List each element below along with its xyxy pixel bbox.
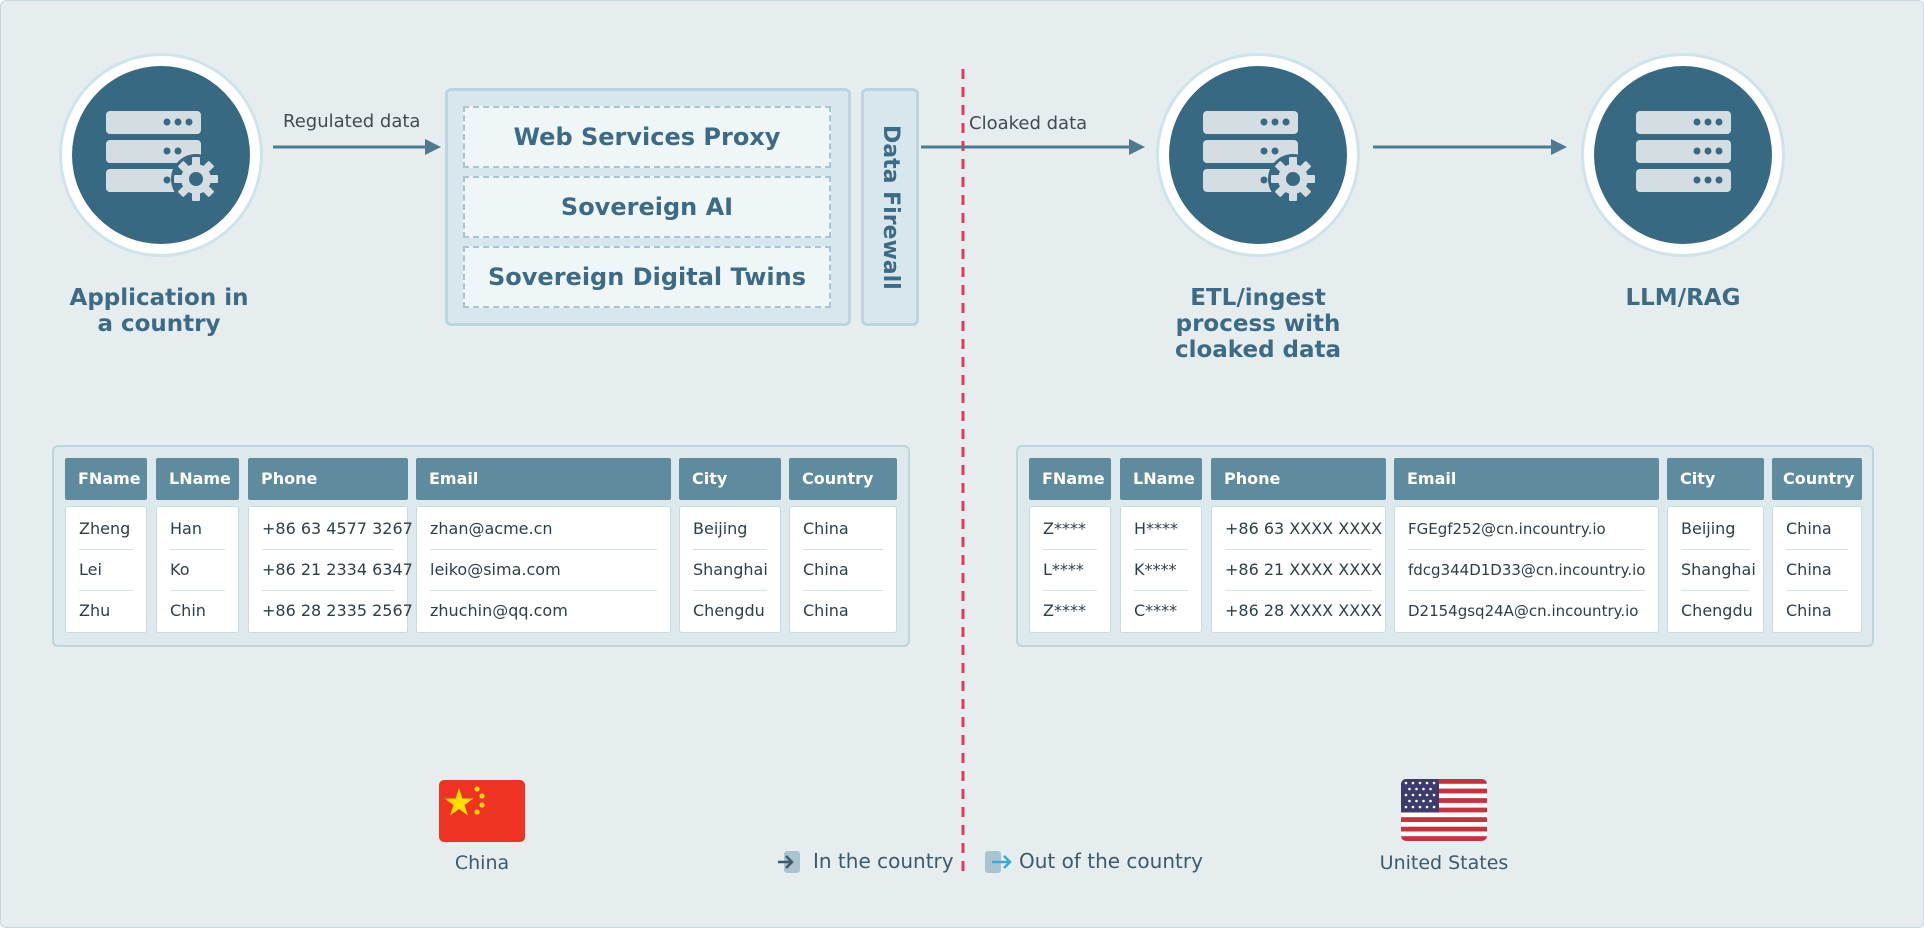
regulated-data-table: FName Zheng Lei Zhu LName Han Ko Chin Ph… xyxy=(52,445,910,647)
right-col-lname: LName H**** K**** C**** xyxy=(1120,458,1202,633)
border-divider-line xyxy=(961,69,965,877)
table-cell: Beijing xyxy=(693,509,767,550)
column-header: LName xyxy=(1120,458,1202,500)
server-icon xyxy=(1636,111,1731,192)
right-col-phone: Phone +86 63 XXXX XXXX +86 21 XXXX XXXX … xyxy=(1211,458,1386,633)
table-cell: Ko xyxy=(170,550,225,591)
etl-node-label: ETL/ingest process with cloaked data xyxy=(1158,285,1358,363)
table-cell: China xyxy=(803,509,883,550)
etl-label-line2: process with xyxy=(1175,311,1341,337)
regulated-data-arrow xyxy=(273,139,441,155)
app-node-label: Application in a country xyxy=(59,285,259,337)
table-cell: leiko@sima.com xyxy=(430,550,657,591)
cloaked-data-label: Cloaked data xyxy=(969,113,1088,134)
table-cell: zhuchin@qq.com xyxy=(430,601,568,620)
united-states-flag-icon xyxy=(1401,779,1487,841)
column-header: Phone xyxy=(248,458,408,500)
table-cell: H**** xyxy=(1134,509,1188,550)
sovereign-digital-twins-layer: Sovereign Digital Twins xyxy=(463,246,831,308)
table-cell: Chengdu xyxy=(693,601,765,620)
left-col-lname: LName Han Ko Chin xyxy=(156,458,239,633)
sovereign-ai-layer: Sovereign AI xyxy=(463,176,831,238)
table-cell: China xyxy=(1786,601,1832,620)
table-cell: zhan@acme.cn xyxy=(430,509,657,550)
left-col-city: City Beijing Shanghai Chengdu xyxy=(679,458,781,633)
left-col-email: Email zhan@acme.cn leiko@sima.com zhuchi… xyxy=(416,458,671,633)
table-cell: Z**** xyxy=(1043,509,1097,550)
table-cell: China xyxy=(803,550,883,591)
out-of-country-icon xyxy=(985,851,1012,873)
united-states-label: United States xyxy=(1379,852,1509,874)
column-header: Country xyxy=(789,458,897,500)
table-cell: Chengdu xyxy=(1681,601,1753,620)
table-cell: Shanghai xyxy=(1681,550,1756,591)
etl-label-line1: ETL/ingest xyxy=(1190,285,1326,311)
table-cell: +86 63 XXXX XXXX xyxy=(1225,509,1382,550)
column-header: City xyxy=(1667,458,1764,500)
table-cell: fdcg344D1D33@cn.incountry.io xyxy=(1408,550,1645,591)
server-gear-icon xyxy=(1203,111,1318,204)
table-cell: +86 21 2334 6347 xyxy=(262,550,413,591)
table-cell: Zhu xyxy=(79,601,111,620)
column-header: LName xyxy=(156,458,239,500)
table-cell: L**** xyxy=(1043,550,1097,591)
column-header: Phone xyxy=(1211,458,1386,500)
table-cell: Lei xyxy=(79,550,133,591)
table-cell: China xyxy=(1786,509,1848,550)
server-gear-icon xyxy=(106,111,221,204)
column-header: FName xyxy=(65,458,147,500)
etl-label-line3: cloaked data xyxy=(1174,337,1342,363)
table-cell: Han xyxy=(170,509,225,550)
right-col-city: City Beijing Shanghai Chengdu xyxy=(1667,458,1764,633)
etl-server-node xyxy=(1156,53,1360,257)
table-cell: +86 28 XXXX XXXX xyxy=(1225,601,1383,620)
column-header: Email xyxy=(1394,458,1659,500)
column-header: City xyxy=(679,458,781,500)
table-cell: Chin xyxy=(170,601,206,620)
china-label: China xyxy=(454,852,510,874)
table-cell: Beijing xyxy=(1681,509,1750,550)
data-firewall-label: Data Firewall xyxy=(878,124,903,290)
app-label-line1: Application in xyxy=(69,285,249,311)
in-country-icon xyxy=(778,851,800,873)
table-cell: Z**** xyxy=(1043,601,1086,620)
column-header: Country xyxy=(1772,458,1862,500)
table-cell: +86 28 2335 2567 xyxy=(262,601,413,620)
china-flag-icon xyxy=(439,780,525,842)
sovereign-services-box: Web Services Proxy Sovereign AI Sovereig… xyxy=(445,88,851,326)
regulated-data-label: Regulated data xyxy=(283,111,421,132)
data-firewall-block: Data Firewall xyxy=(861,88,919,326)
etl-to-llm-arrow xyxy=(1373,139,1567,155)
column-header: Email xyxy=(416,458,671,500)
table-cell: China xyxy=(803,601,849,620)
table-cell: +86 21 XXXX XXXX xyxy=(1225,550,1382,591)
table-cell: FGEgf252@cn.incountry.io xyxy=(1408,509,1645,550)
app-label-line2: a country xyxy=(97,311,221,337)
cloaked-data-table: FName Z**** L**** Z**** LName H**** K***… xyxy=(1016,445,1874,647)
table-cell: D2154gsq24A@cn.incountry.io xyxy=(1408,602,1639,620)
right-col-fname: FName Z**** L**** Z**** xyxy=(1029,458,1111,633)
left-col-fname: FName Zheng Lei Zhu xyxy=(65,458,147,633)
table-cell: K**** xyxy=(1134,550,1188,591)
right-col-country: Country China China China xyxy=(1772,458,1862,633)
llm-node-label: LLM/RAG xyxy=(1625,285,1741,311)
table-cell: +86 63 4577 3267 xyxy=(262,509,413,550)
in-country-legend-label: In the country xyxy=(813,849,954,873)
left-col-country: Country China China China xyxy=(789,458,897,633)
cloaked-data-arrow xyxy=(921,139,1145,155)
web-services-proxy-layer: Web Services Proxy xyxy=(463,106,831,168)
out-of-country-legend-label: Out of the country xyxy=(1019,849,1203,873)
left-col-phone: Phone +86 63 4577 3267 +86 21 2334 6347 … xyxy=(248,458,413,633)
llm-server-node xyxy=(1581,53,1785,257)
table-cell: Shanghai xyxy=(693,550,768,591)
right-col-email: Email FGEgf252@cn.incountry.io fdcg344D1… xyxy=(1394,458,1659,633)
table-cell: Zheng xyxy=(79,509,133,550)
table-cell: C**** xyxy=(1134,601,1178,620)
table-cell: China xyxy=(1786,550,1848,591)
column-header: FName xyxy=(1029,458,1111,500)
app-server-node xyxy=(59,53,263,257)
